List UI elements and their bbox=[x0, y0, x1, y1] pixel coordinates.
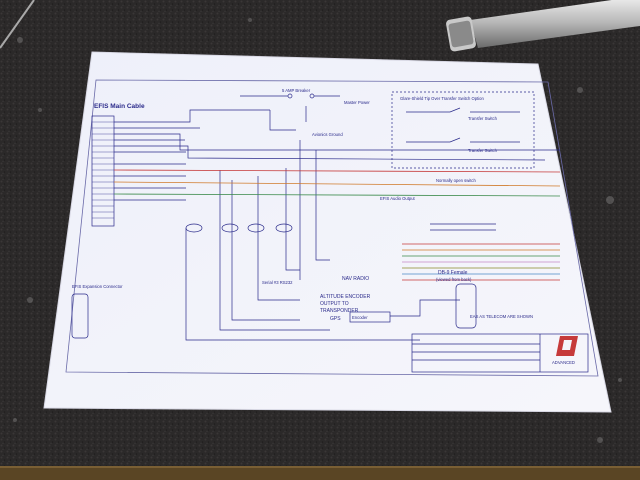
wiring-schematic bbox=[71, 91, 589, 373]
wire-strand bbox=[0, 0, 35, 49]
label-altitude-3: TRANSPONDER bbox=[320, 308, 359, 314]
label-db9: DB-9 Female bbox=[438, 270, 468, 276]
colored-wires bbox=[113, 169, 561, 281]
schematic-title: EFIS Main Cable bbox=[94, 103, 145, 110]
label-normal-switch: Normally open switch bbox=[436, 178, 476, 183]
label-altitude-2: OUTPUT TO bbox=[320, 301, 349, 307]
label-gps: GPS bbox=[330, 316, 341, 322]
label-db9-sub: (viewed from back) bbox=[436, 277, 472, 282]
drawing-border bbox=[65, 79, 599, 377]
label-power: Master Power bbox=[344, 100, 370, 105]
label-serial-port: Serial #3 RS232 bbox=[262, 280, 293, 285]
label-altitude: ALTITUDE ENCODER bbox=[320, 294, 371, 300]
label-avionics-ground: Avionics Ground bbox=[312, 132, 343, 137]
label-transfer-switch-2: Transfer Switch bbox=[468, 148, 498, 153]
label-audio: EFIS Audio Output bbox=[380, 196, 416, 201]
schematic-labels: EFIS Main Cable Glare-Shield Tip Over Tr… bbox=[72, 88, 575, 365]
label-brand: ADVANCED bbox=[552, 360, 575, 365]
advanced-logo bbox=[556, 336, 578, 356]
label-encoder: Encoder bbox=[352, 315, 368, 320]
screwdriver-tool bbox=[446, 0, 640, 52]
label-title-note: EAS AS TELECOM ARE SHOWN bbox=[470, 314, 533, 319]
wooden-edge bbox=[0, 466, 640, 480]
label-expansion: EFIS Expansion Connector bbox=[72, 284, 123, 289]
label-transfer-switch: Transfer Switch bbox=[468, 116, 498, 121]
carpet-fluff bbox=[13, 18, 622, 443]
label-nav-radio: NAV RADIO bbox=[342, 276, 369, 282]
label-fuse: 5 AMP Breaker bbox=[282, 88, 311, 93]
label-switch-box: Glare-Shield Tip Over Transfer Switch Op… bbox=[400, 96, 484, 101]
